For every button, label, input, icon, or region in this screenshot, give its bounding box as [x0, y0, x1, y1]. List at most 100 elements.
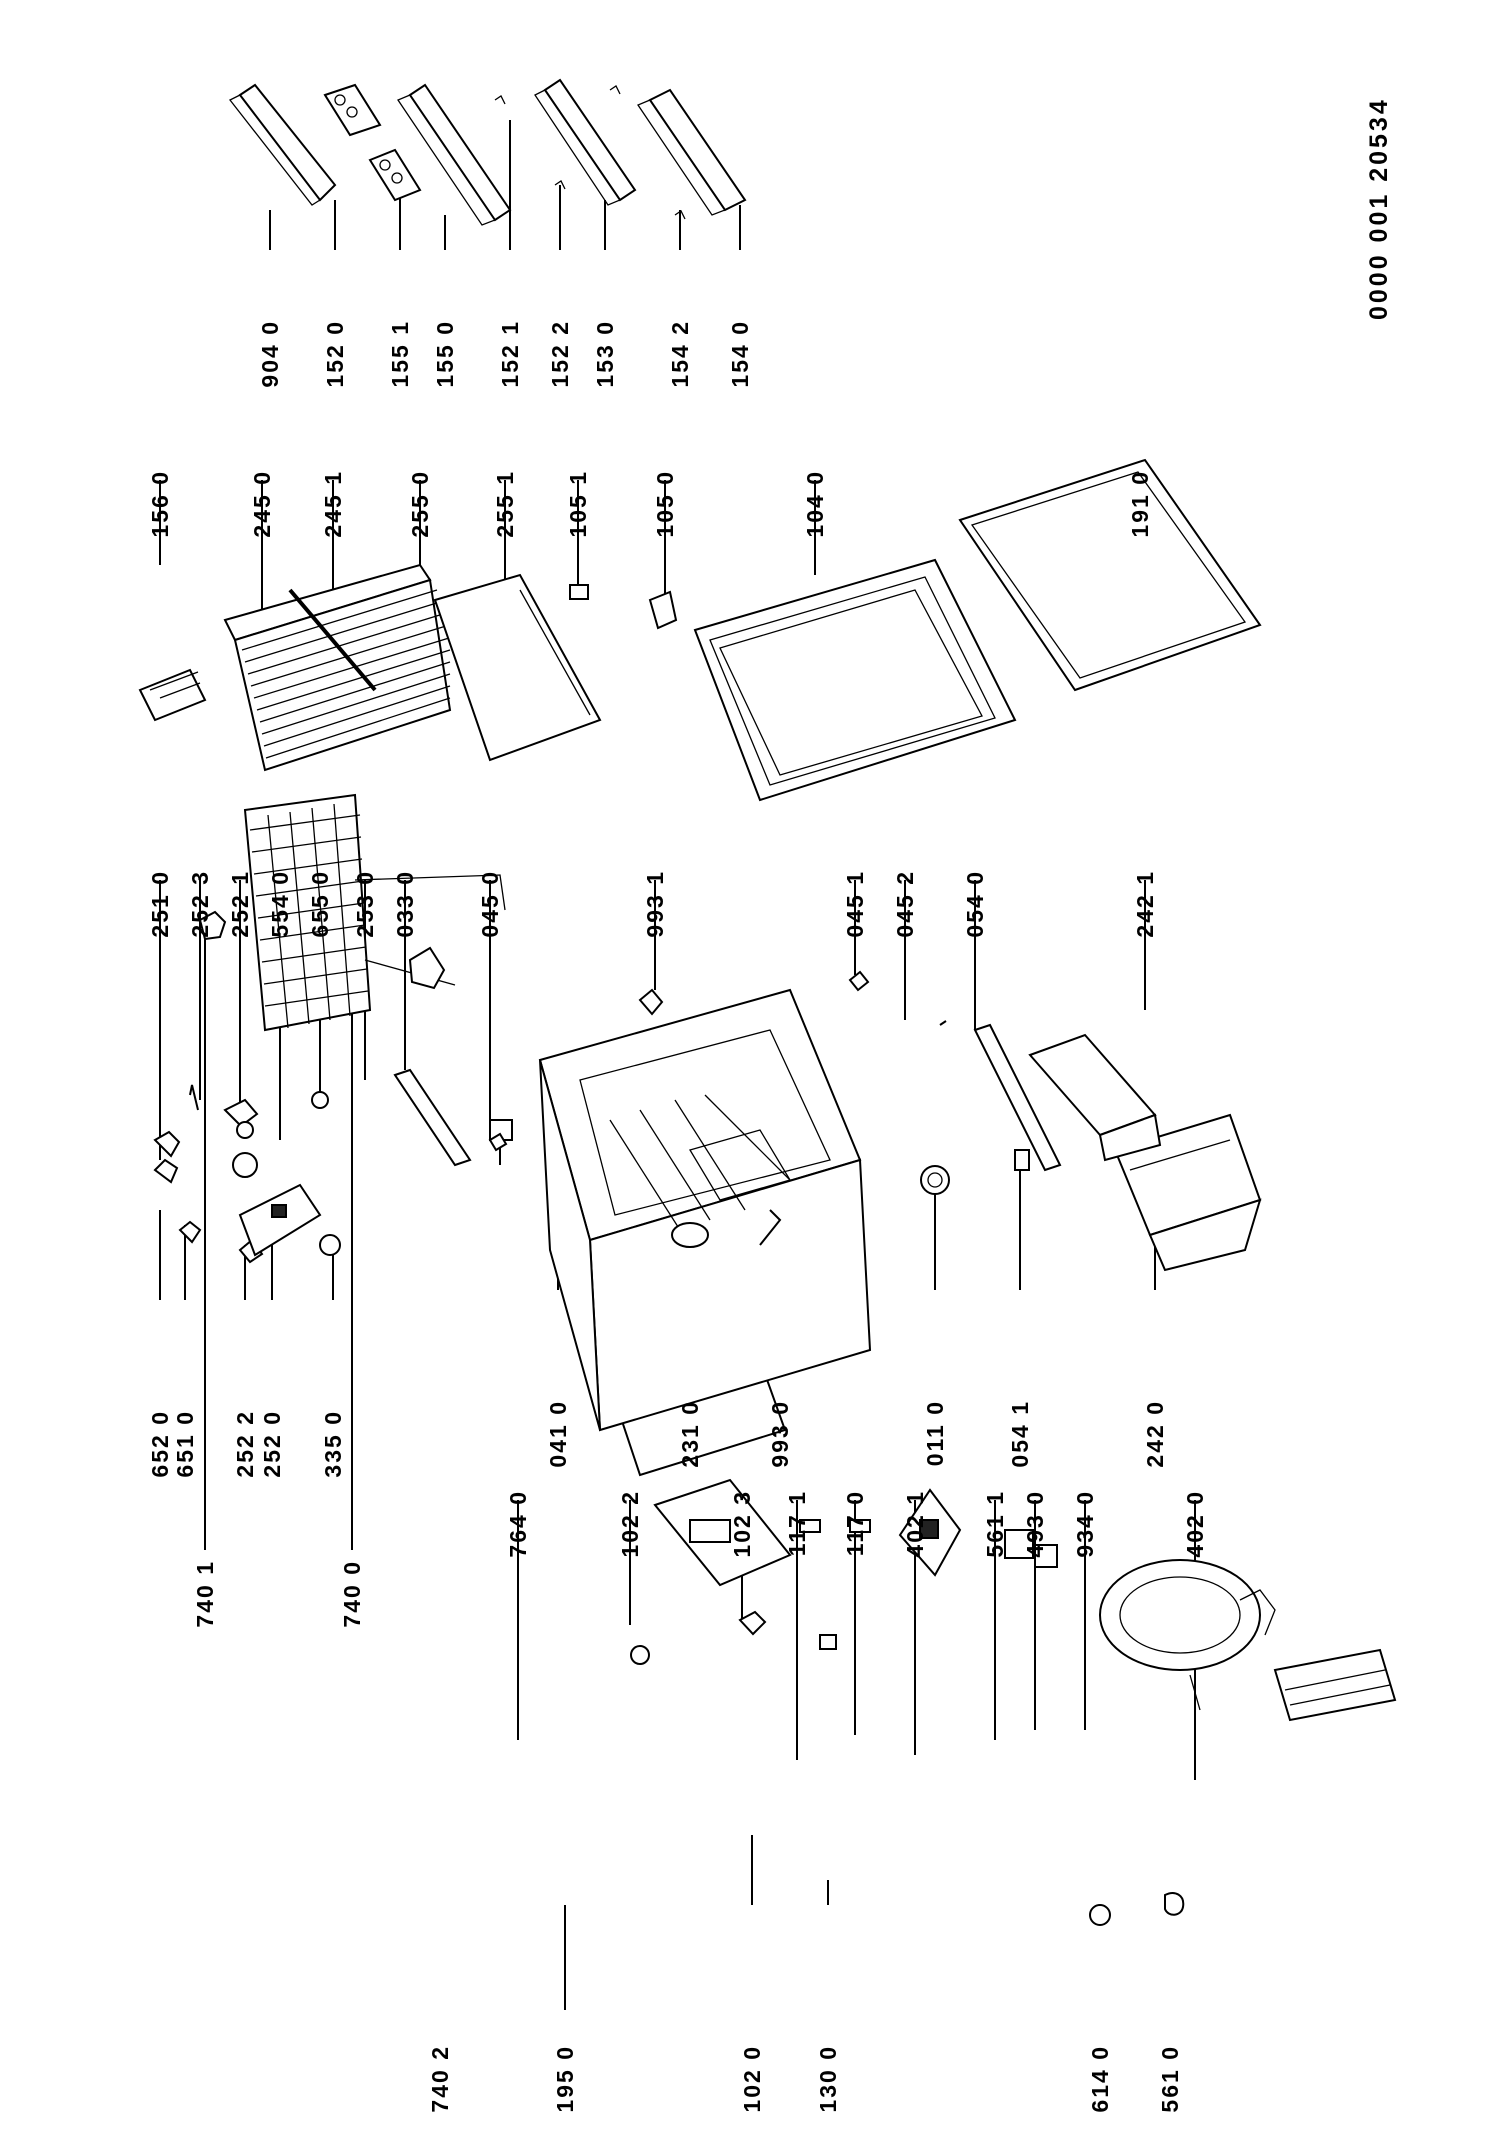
- door-shelf-1540: [637, 88, 747, 216]
- callout-2510: 251 0: [147, 870, 173, 938]
- shelf-rod: [288, 588, 377, 692]
- callout-1171: 117 1: [784, 1490, 810, 1556]
- parts-door-shelves: [228, 78, 747, 226]
- knob: [630, 1645, 650, 1665]
- egg-holder-2: [368, 148, 422, 202]
- compressor: [1099, 1559, 1276, 1711]
- pin-1521: [494, 95, 506, 105]
- egg-holder-1: [323, 83, 382, 137]
- fitting-2522: [238, 1238, 264, 1264]
- callout-2530: 253 0: [352, 870, 378, 938]
- fitting-6510: [178, 1220, 202, 1244]
- part-0541: [1014, 1149, 1030, 1171]
- fitting-6520: [153, 1158, 179, 1184]
- callout-2551: 255 1: [492, 470, 518, 538]
- callout-6510: 651 0: [172, 1410, 198, 1478]
- callout-0540: 054 0: [962, 870, 988, 938]
- part-2521: [223, 1098, 259, 1128]
- callout-1540: 154 0: [727, 320, 753, 388]
- callout-4020: 402 0: [1182, 1490, 1208, 1558]
- part-5540: [232, 1152, 258, 1178]
- pin-1542: [674, 210, 686, 220]
- callout-6140: 614 0: [1087, 2045, 1113, 2113]
- crisper-cover: [1028, 1033, 1162, 1162]
- callout-6550: 655 0: [307, 870, 333, 938]
- knob-3350: [319, 1234, 341, 1256]
- callout-1551: 155 1: [387, 320, 413, 388]
- part-2510: [153, 1130, 181, 1158]
- callout-3350: 335 0: [320, 1410, 346, 1478]
- part-2530: [311, 1091, 329, 1109]
- callout-1020: 102 0: [739, 2045, 765, 2113]
- part-0450: [488, 1132, 508, 1152]
- callout-5540: 554 0: [267, 870, 293, 938]
- part-0452: [939, 1020, 947, 1026]
- callout-9931: 993 1: [642, 870, 668, 938]
- callout-2521: 252 1: [227, 870, 253, 938]
- door-shelf-top: [228, 83, 337, 206]
- rail-0540: [973, 1023, 1062, 1172]
- part-6550: [236, 1121, 254, 1139]
- hinge-1050: [648, 590, 678, 630]
- evaporator-bracket: [408, 946, 446, 990]
- small-tab-2: [849, 1519, 871, 1533]
- relay: [898, 1488, 962, 1577]
- callout-1530: 153 0: [592, 320, 618, 388]
- small-tab: [799, 1519, 821, 1533]
- door-gasket: [958, 458, 1262, 692]
- egg-tray: [138, 668, 207, 722]
- callout-4930: 493 0: [1022, 1490, 1048, 1558]
- callout-2310: 231 0: [677, 1400, 703, 1468]
- callout-2420: 242 0: [1142, 1400, 1168, 1468]
- callout-2451: 245 1: [320, 470, 346, 538]
- cabinet: [538, 988, 872, 1432]
- part-9930: [759, 1209, 782, 1246]
- callout-2523: 252 3: [187, 870, 213, 938]
- callout-0330: 033 0: [392, 870, 418, 938]
- door-shelf-1550: [397, 83, 512, 226]
- rail-0330: [393, 1068, 472, 1167]
- thermostat-knob: [920, 1165, 950, 1195]
- glass-shelf: [433, 573, 602, 762]
- callout-1040: 104 0: [802, 470, 828, 538]
- door-shelf-1530: [534, 78, 637, 206]
- callout-0451: 045 1: [842, 870, 868, 938]
- callout-1170: 117 0: [842, 1490, 868, 1556]
- callout-1022: 102 2: [617, 1490, 643, 1558]
- callout-1560: 156 0: [147, 470, 173, 538]
- callout-9930: 993 0: [767, 1400, 793, 1468]
- callout-7402: 740 2: [427, 2045, 453, 2113]
- callout-1023: 102 3: [729, 1490, 755, 1558]
- knob-cap: [738, 1610, 767, 1636]
- part-2523: [189, 1084, 199, 1111]
- callout-1950: 195 0: [552, 2045, 578, 2113]
- callout-2450: 245 0: [249, 470, 275, 538]
- callout-4021: 402 1: [902, 1490, 928, 1558]
- evaporator-clip: [198, 910, 227, 941]
- hinge-1051: [569, 584, 589, 600]
- lamp-2310: [671, 1222, 709, 1248]
- callout-7640: 764 0: [505, 1490, 531, 1558]
- door: [693, 558, 1017, 802]
- callout-2520: 252 0: [259, 1410, 285, 1478]
- callout-0410: 041 0: [545, 1400, 571, 1468]
- capacitor: [1034, 1544, 1058, 1568]
- wire-shelf: [223, 563, 452, 772]
- callout-1520: 152 0: [322, 320, 348, 388]
- callout-6520: 652 0: [147, 1410, 173, 1478]
- callout-1050: 105 0: [652, 470, 678, 538]
- parts-right-column: [138, 458, 1262, 802]
- callout-9040: 904 0: [257, 320, 283, 388]
- parts-middle-column: [153, 970, 1262, 1432]
- drawing-number: 0000 001 20534: [1365, 97, 1393, 320]
- callout-2522: 252 2: [232, 1410, 258, 1478]
- callout-2421: 242 1: [1132, 870, 1158, 938]
- callout-1910: 191 0: [1127, 470, 1153, 538]
- grommet: [1089, 1904, 1111, 1926]
- clip: [1164, 1892, 1185, 1916]
- callout-2550: 255 0: [407, 470, 433, 538]
- callout-9340: 934 0: [1072, 1490, 1098, 1558]
- callout-1542: 154 2: [667, 320, 693, 388]
